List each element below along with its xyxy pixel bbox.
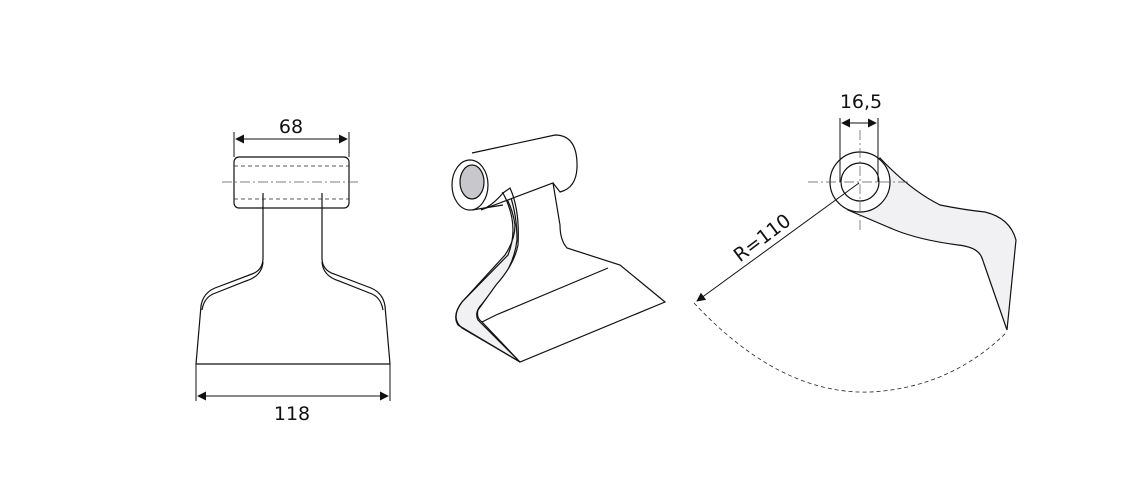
radius-arrow xyxy=(696,182,860,302)
side-view: 16,5 R=110 xyxy=(693,91,1017,393)
dimension-label-16-5: 16,5 xyxy=(840,91,882,113)
collar xyxy=(233,156,350,209)
blade-body xyxy=(195,192,391,365)
front-view: 68 118 xyxy=(195,116,391,425)
dimension-label-118: 118 xyxy=(274,403,310,425)
blade-main-face xyxy=(476,182,667,363)
radius-label: R=110 xyxy=(730,210,795,267)
blade-side-face xyxy=(455,191,521,363)
blade-profile xyxy=(847,157,1017,331)
swing-arc xyxy=(693,302,1008,393)
isometric-view xyxy=(451,134,667,363)
dimension-label-68: 68 xyxy=(279,116,303,138)
left-shoulder-edge xyxy=(201,261,264,311)
right-shoulder-edge xyxy=(321,261,384,311)
bore-hole xyxy=(459,164,485,200)
